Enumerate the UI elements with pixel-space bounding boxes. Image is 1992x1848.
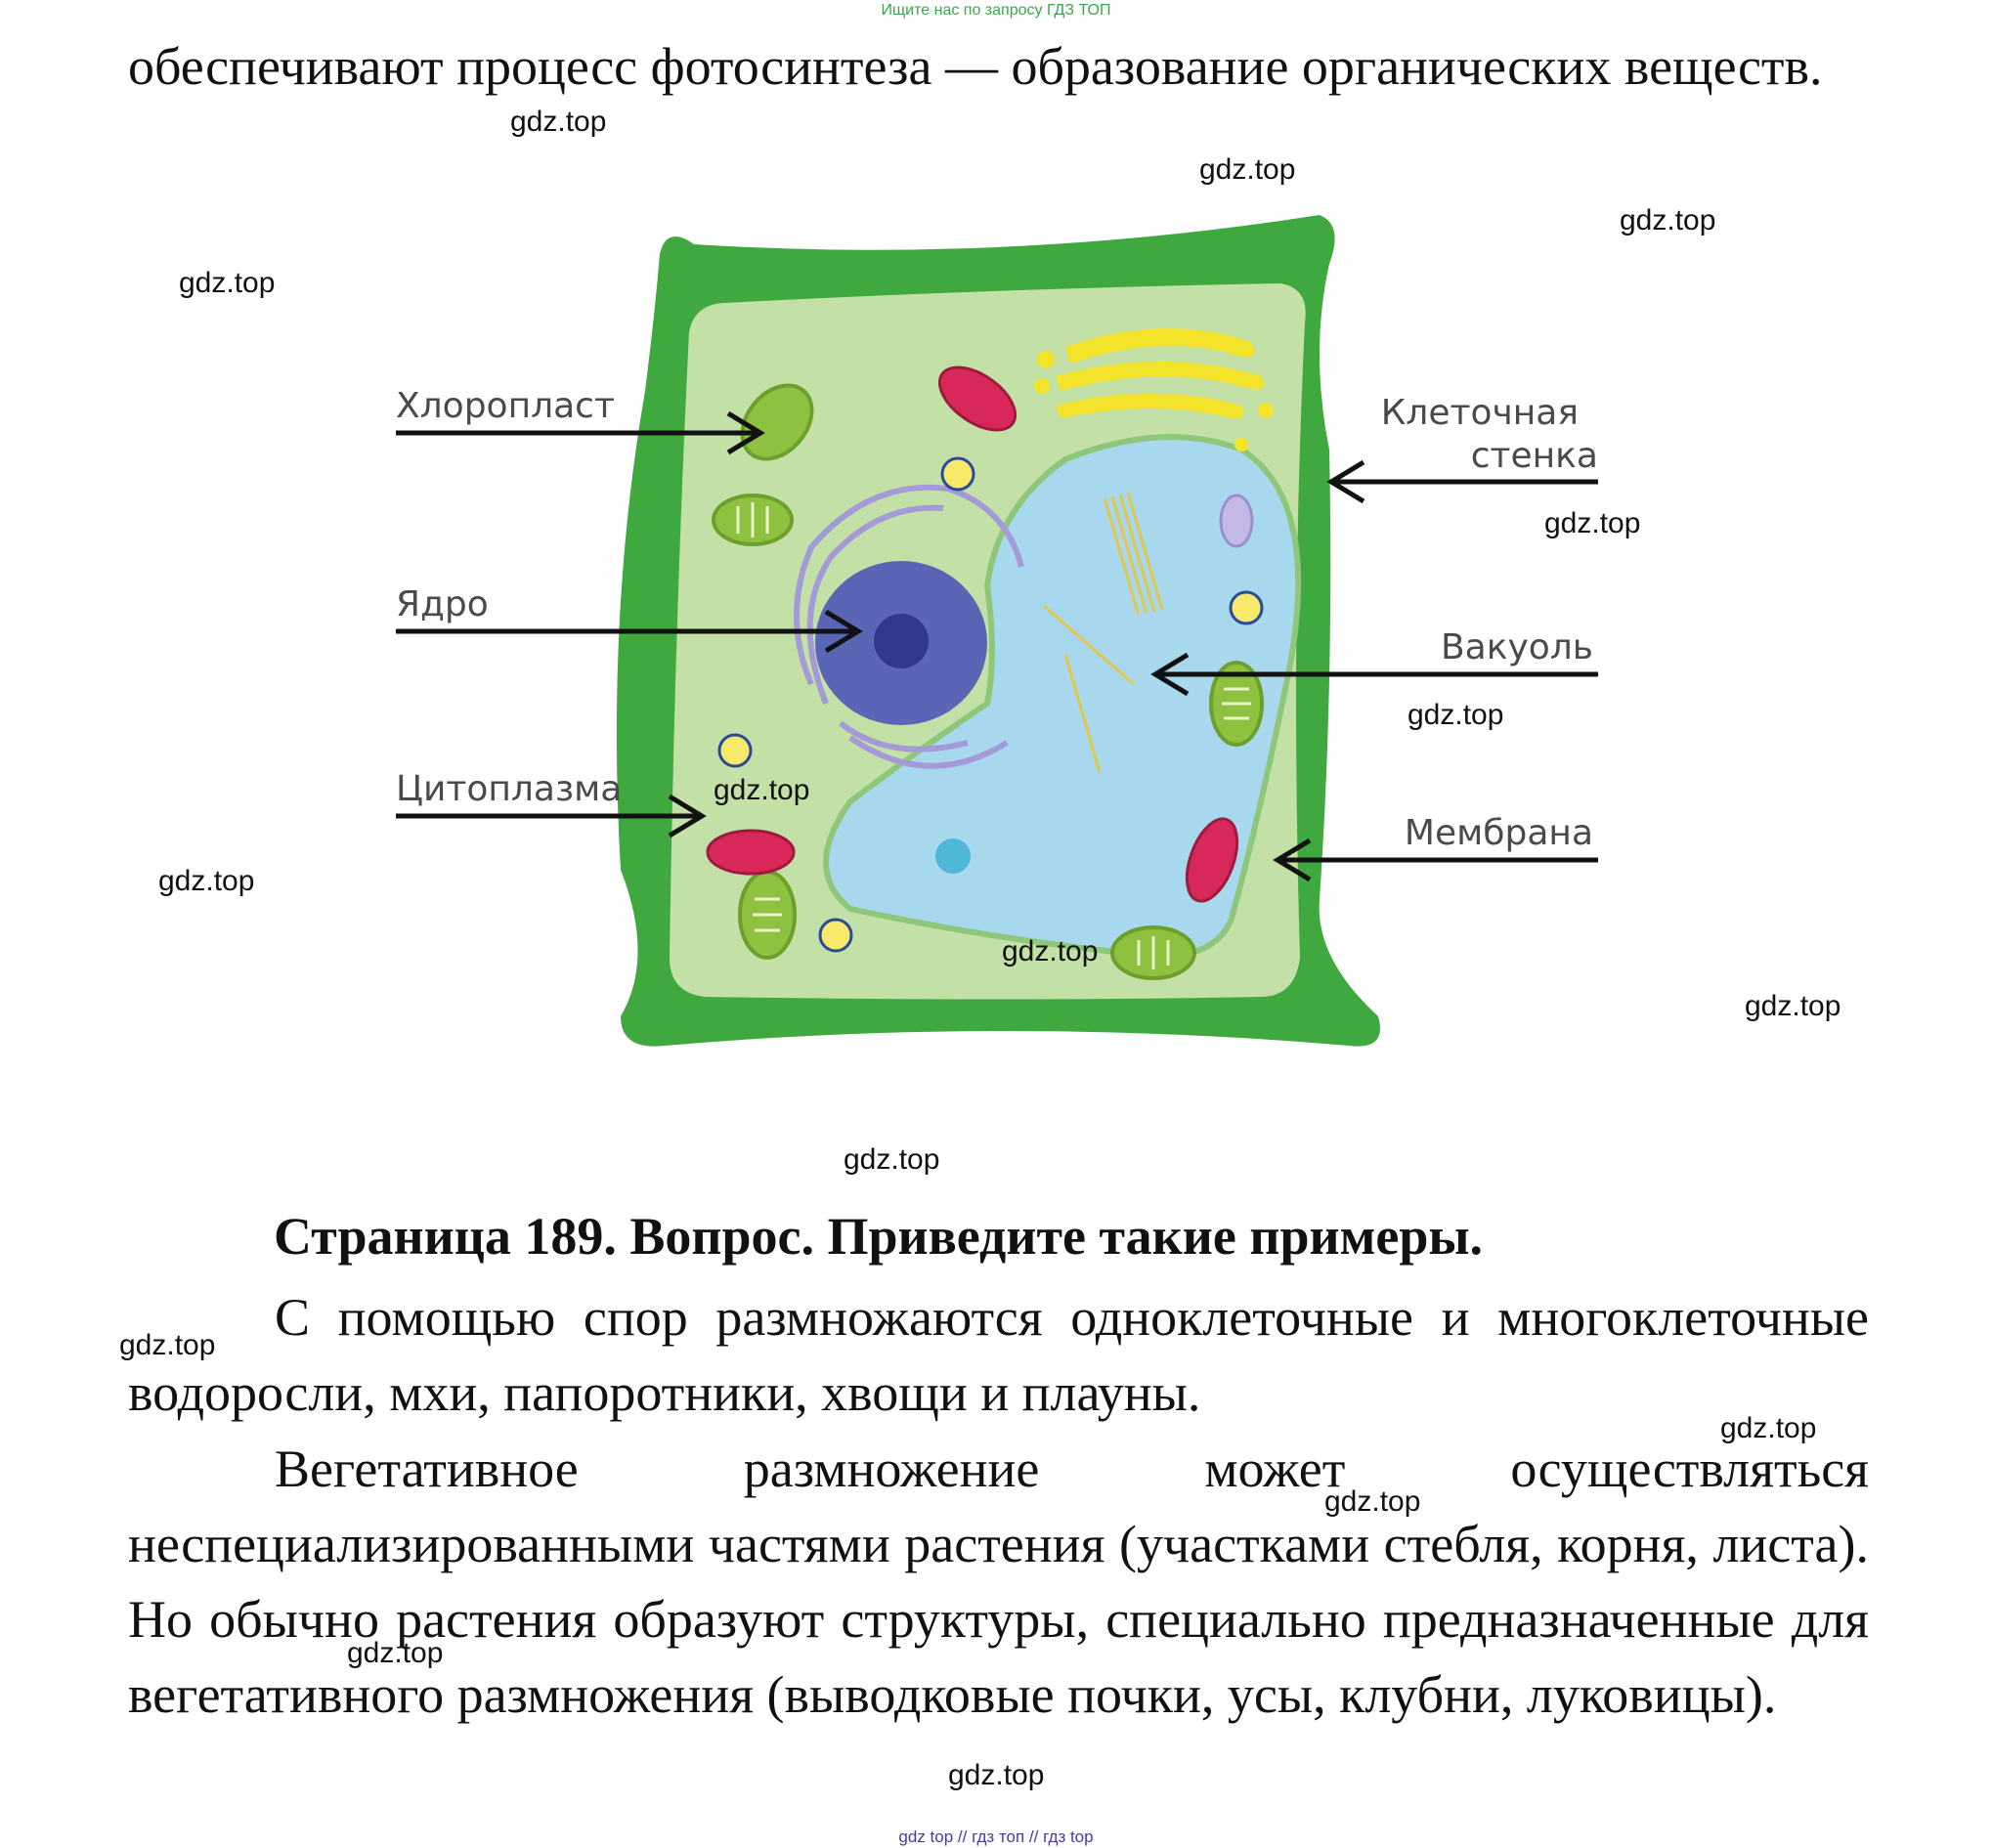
label-chloroplast: Хлоропласт xyxy=(396,386,615,426)
plant-cell-diagram: Хлоропласт Ядро Цитоплазма Клеточная сте… xyxy=(396,215,1598,1047)
label-cell-wall-line2: стенка xyxy=(1471,436,1598,476)
vacuole-particle xyxy=(935,838,971,874)
top-banner: Ищите нас по запросу ГДЗ ТОП xyxy=(881,2,1111,19)
watermark: gdz.top xyxy=(1324,1485,1421,1518)
watermark: gdz.top xyxy=(844,1143,940,1176)
watermark: gdz.top xyxy=(1002,935,1099,967)
watermark: gdz.top xyxy=(1620,204,1716,236)
watermark: gdz.top xyxy=(510,106,607,138)
watermark: gdz.top xyxy=(714,774,810,806)
watermark: gdz.top xyxy=(119,1329,216,1361)
intro-paragraph: обеспечивают процесс фотосинтеза — образ… xyxy=(128,37,1823,96)
paragraph-spores: С помощью спор размножаются одноклеточны… xyxy=(128,1288,1869,1422)
label-vacuole: Вакуоль xyxy=(1441,627,1593,667)
watermark: gdz.top xyxy=(158,865,255,897)
label-cytoplasm: Цитоплазма xyxy=(396,769,622,809)
watermark: gdz.top xyxy=(1745,990,1841,1022)
watermark: gdz.top xyxy=(179,267,276,299)
label-nucleus: Ядро xyxy=(396,584,489,624)
watermark: gdz.top xyxy=(1407,699,1504,731)
watermark: gdz.top xyxy=(948,1759,1045,1791)
watermark: gdz.top xyxy=(1720,1412,1817,1444)
nucleolus-shape xyxy=(874,614,929,668)
watermark: gdz.top xyxy=(1544,507,1641,539)
mitochondria xyxy=(706,365,1239,903)
vacuole-shape xyxy=(823,434,1302,960)
label-cell-wall-line1: Клеточная xyxy=(1381,393,1579,433)
footer-links: gdz top // гдз топ // гдз top xyxy=(898,1827,1094,1846)
paragraph-vegetative: Вегетативное размножение может осуществл… xyxy=(128,1440,1869,1724)
label-membrane: Мембрана xyxy=(1405,813,1593,853)
section-heading: Страница 189. Вопрос. Приведите такие пр… xyxy=(274,1207,1484,1266)
watermark: gdz.top xyxy=(1199,153,1296,186)
watermark: gdz.top xyxy=(347,1637,444,1669)
